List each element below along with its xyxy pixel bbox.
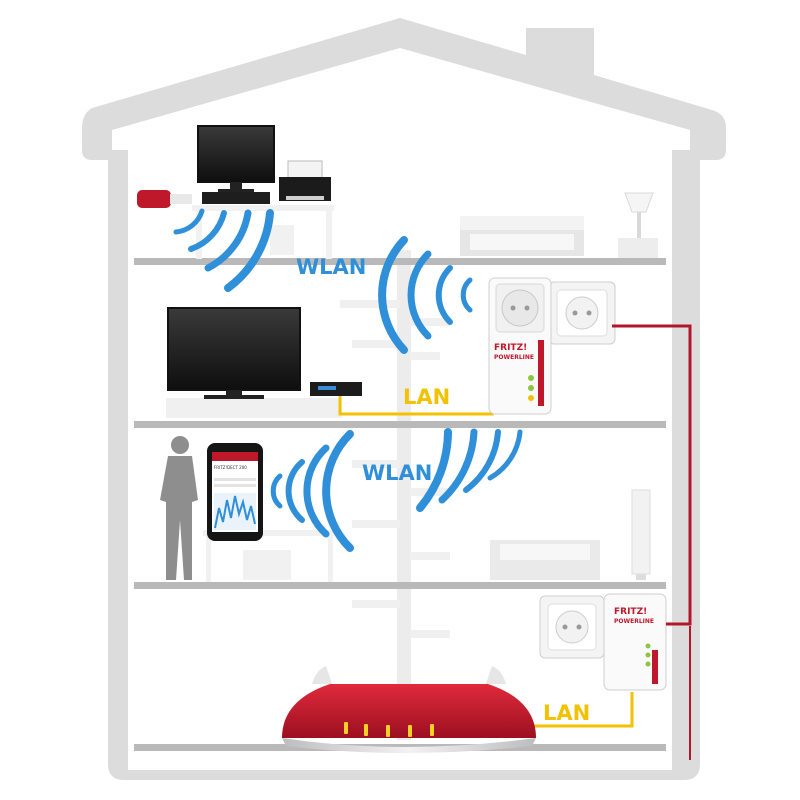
wifi-arcs-adapter-top: [378, 236, 473, 354]
wlan-label-middle: WLAN: [362, 461, 432, 485]
wall-socket-top: [548, 281, 616, 345]
television: [167, 307, 301, 399]
tv-stand: [166, 398, 342, 418]
wall-socket-bottom: [539, 595, 605, 659]
wifi-arcs-adapter-middle: [416, 428, 523, 512]
pc-tower: [202, 192, 270, 204]
smartphone-app-title: FRITZ!DECT 200: [214, 465, 247, 470]
led-power-icon: [528, 375, 534, 381]
floor-lower: [134, 582, 666, 589]
led-power-lower-icon: [645, 643, 651, 649]
printer: [279, 160, 331, 201]
usb-wlan-stick-icon: [137, 190, 192, 208]
powerline-cable: [612, 324, 692, 626]
sofa-lower-floor: [490, 540, 600, 580]
adapter-upper-model: POWERLINE: [494, 354, 534, 361]
desktop-monitor: [197, 125, 275, 193]
wifi-arcs-smartphone: [270, 430, 354, 552]
led-lan-lower-icon: [645, 652, 651, 658]
powerline-adapter-lower: FRITZ! POWERLINE: [603, 593, 667, 691]
floor-top: [134, 258, 666, 265]
smartphone: FRITZ!DECT 200: [207, 443, 263, 541]
lan-label-middle: LAN: [403, 385, 450, 409]
adapter-upper-brand: FRITZ!: [494, 343, 527, 353]
powerline-adapter-upper: FRITZ! POWERLINE: [488, 277, 552, 415]
person-silhouette: [160, 436, 198, 580]
staircase: [340, 250, 450, 740]
desk-top-floor: [192, 205, 334, 259]
floor-middle: [134, 421, 666, 428]
side-table: [203, 530, 336, 582]
fritzbox-router: [282, 666, 536, 753]
wifi-arcs-usb-stick: [173, 208, 274, 292]
lan-cable-bottom: [526, 692, 634, 728]
cabinet-top: [270, 225, 294, 255]
adapter-lower-model: POWERLINE: [614, 618, 654, 625]
led-lan-icon: [528, 385, 534, 391]
led-wlan-icon: [528, 395, 534, 401]
sofa-top-floor: [460, 216, 584, 256]
lan-label-bottom: LAN: [543, 701, 590, 725]
table-lamp: [618, 192, 658, 258]
adapter-lower-brand: FRITZ!: [614, 607, 647, 617]
set-top-box: [310, 382, 362, 396]
floor-speaker: [631, 489, 651, 580]
led-plc-lower-icon: [645, 661, 651, 667]
wlan-label-top: WLAN: [296, 255, 366, 279]
